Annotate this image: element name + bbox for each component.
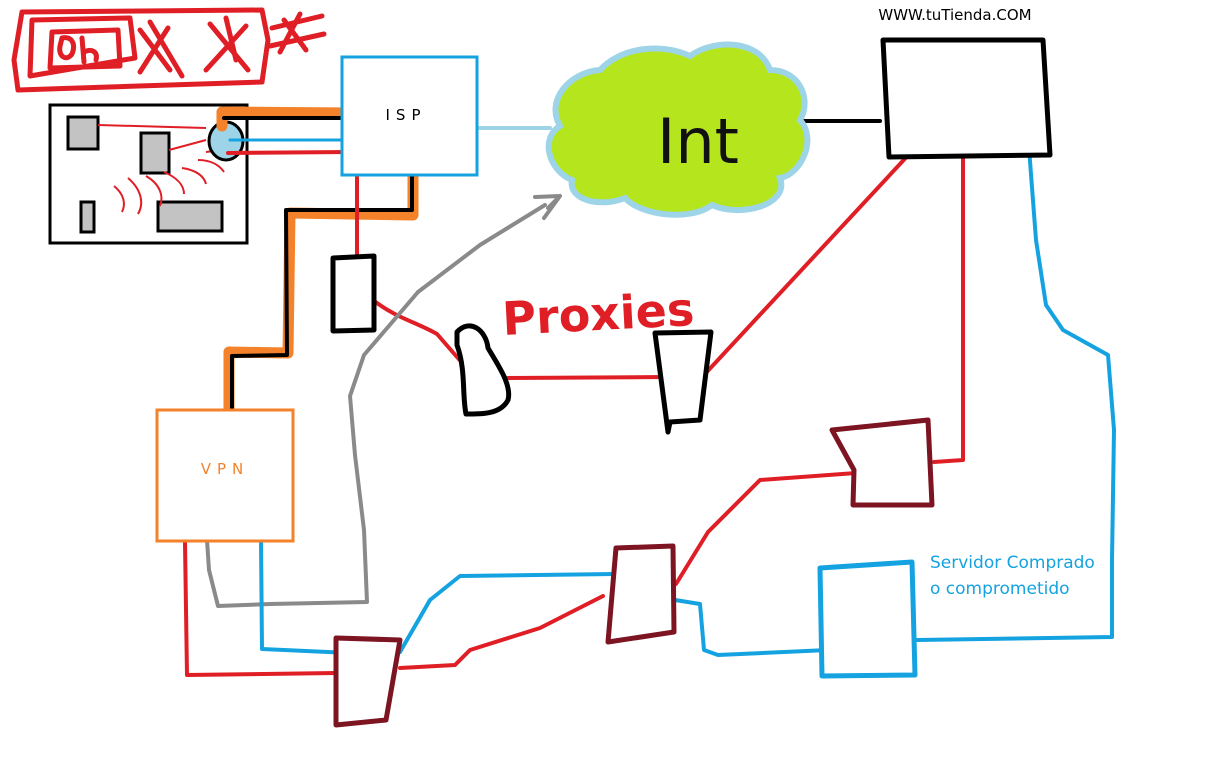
server-box bbox=[817, 559, 918, 679]
router-chip-2 bbox=[139, 131, 171, 175]
isp-box bbox=[340, 55, 479, 177]
maroon2-server-blue bbox=[673, 598, 830, 657]
host-node-1 bbox=[333, 635, 403, 728]
server-label-line2: o comprometido bbox=[930, 579, 1070, 599]
compromised-hosts bbox=[333, 417, 935, 728]
router-isp-red-line bbox=[226, 150, 352, 155]
cloud-shape bbox=[545, 41, 811, 218]
website-server-blue bbox=[915, 146, 1116, 642]
internet-label: Int bbox=[657, 105, 739, 178]
vpn-label: VPN bbox=[201, 460, 250, 478]
vpn-box bbox=[155, 408, 295, 543]
scribbled-logo bbox=[11, 7, 327, 93]
router-trace bbox=[168, 139, 207, 151]
website-box bbox=[880, 37, 1053, 160]
vpn-maroon1-red bbox=[183, 541, 338, 677]
vpn-maroon1-blue bbox=[259, 538, 352, 655]
isp-vpn-black-core bbox=[230, 174, 414, 416]
vpn-node: VPN bbox=[155, 408, 295, 543]
router-chip-1 bbox=[66, 115, 100, 151]
website-node: WWW.tuTienda.COM bbox=[878, 6, 1053, 160]
router-chip-3 bbox=[156, 200, 224, 233]
proxy-node-1 bbox=[330, 253, 377, 334]
maroon1-maroon2-red bbox=[398, 594, 605, 670]
router-isp-orange-cable bbox=[216, 106, 361, 132]
maroon1-maroon2-blue bbox=[398, 572, 617, 654]
gray-return-path bbox=[205, 203, 547, 608]
maroon2-maroon3-red bbox=[674, 471, 858, 586]
proxy-node-3 bbox=[652, 329, 714, 435]
host-node-2 bbox=[605, 543, 677, 645]
website-label: WWW.tuTienda.COM bbox=[878, 6, 1031, 24]
router-trace bbox=[97, 124, 207, 129]
internet-cloud: Int bbox=[545, 41, 811, 218]
router-chip-4 bbox=[79, 200, 96, 234]
server-label-line1: Servidor Comprado bbox=[930, 553, 1095, 573]
proxies-label: Proxies bbox=[501, 282, 696, 346]
proxy-node-2 bbox=[454, 323, 512, 417]
isp-label: ISP bbox=[386, 106, 427, 124]
proxies-group: Proxies bbox=[330, 253, 714, 435]
server-node: Servidor Comprado o comprometido bbox=[817, 553, 1095, 679]
gray-arrow-head bbox=[533, 194, 562, 220]
proxy2-proxy3-red bbox=[506, 375, 669, 380]
maroon3-website-red bbox=[932, 156, 965, 464]
isp-node: ISP bbox=[340, 55, 479, 177]
connections bbox=[183, 106, 1116, 677]
proxy3-website-red bbox=[702, 148, 915, 377]
home-router bbox=[48, 103, 249, 245]
proxy1-proxy2-red bbox=[371, 298, 472, 374]
host-node-3 bbox=[829, 417, 935, 508]
